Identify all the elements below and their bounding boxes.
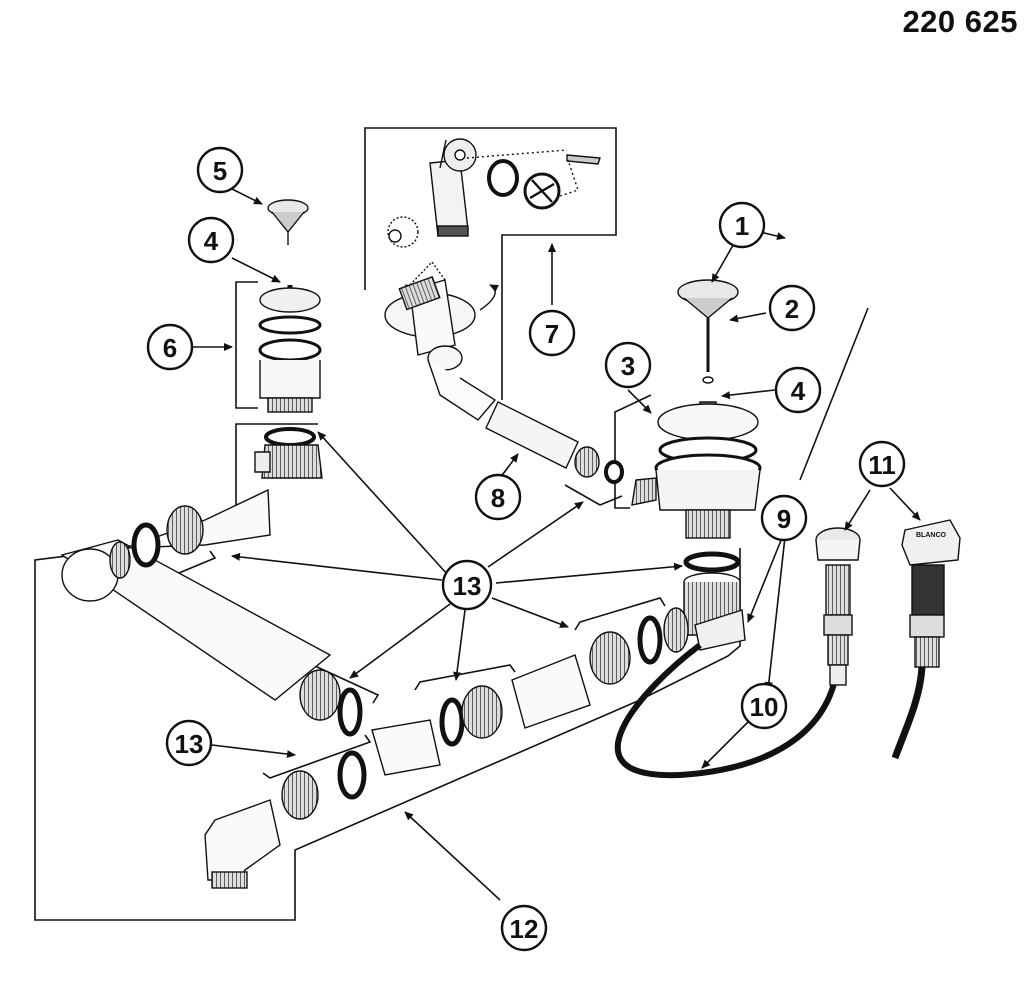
callout-1-label: 1 — [735, 211, 749, 241]
bracket-6 — [235, 281, 258, 409]
t-piece-right — [683, 551, 746, 651]
callout-3: 3 — [604, 341, 652, 389]
callout-12: 12 — [500, 904, 548, 952]
callout-10: 10 — [740, 682, 788, 730]
bracket-7 — [364, 127, 617, 400]
callout-2-label: 2 — [785, 294, 799, 324]
callout-3-label: 3 — [621, 351, 635, 381]
callout-6: 6 — [146, 323, 194, 371]
callouts: 1 2 3 4 4 5 6 7 8 9 10 11 12 13 13 — [146, 146, 906, 952]
callout-5-label: 5 — [213, 156, 227, 186]
callout-4-left: 4 — [187, 216, 235, 264]
callout-7-label: 7 — [545, 319, 559, 349]
parts: BLANCO — [60, 138, 961, 889]
nuts-washers — [131, 505, 689, 820]
group-brackets — [34, 127, 741, 921]
callout-6-label: 6 — [163, 333, 177, 363]
callout-9-label: 9 — [777, 504, 791, 534]
callout-8-label: 8 — [491, 483, 505, 513]
pipes — [60, 488, 591, 889]
callout-12-label: 12 — [510, 914, 539, 944]
callout-13-left: 13 — [165, 719, 213, 767]
callout-13-left-label: 13 — [175, 729, 204, 759]
bracket-12 — [34, 423, 741, 921]
callout-4-right: 4 — [774, 366, 822, 414]
bracket-13-lower-left — [262, 734, 372, 779]
callout-7: 7 — [528, 309, 576, 357]
leader-arrows — [190, 187, 921, 901]
callout-11: 11 — [858, 440, 906, 488]
callout-11-label: 11 — [868, 450, 896, 480]
callout-13-center-label: 13 — [453, 571, 482, 601]
document-number: 220 625 — [902, 4, 1018, 39]
bracket-13-right — [574, 597, 666, 631]
bowden-cable — [614, 642, 838, 779]
callout-4-right-label: 4 — [791, 376, 806, 406]
callout-10-label: 10 — [750, 692, 779, 722]
callout-4-left-label: 4 — [204, 226, 219, 256]
brand-mark: BLANCO — [916, 532, 946, 539]
callout-8: 8 — [474, 473, 522, 521]
knob-left — [815, 527, 861, 686]
bracket-3 — [614, 394, 652, 509]
callout-13-center: 13 — [441, 559, 493, 611]
callout-1: 1 — [718, 201, 766, 249]
callout-2: 2 — [768, 284, 816, 332]
bracket-8 — [564, 484, 623, 506]
large-strainer-3 — [631, 279, 762, 539]
knob-right: BLANCO — [891, 519, 961, 760]
small-basket-6 — [254, 199, 323, 479]
overflow-assembly — [384, 138, 624, 484]
callout-9: 9 — [760, 494, 808, 542]
bracket-13-mid — [414, 664, 516, 691]
callout-5: 5 — [196, 146, 244, 194]
